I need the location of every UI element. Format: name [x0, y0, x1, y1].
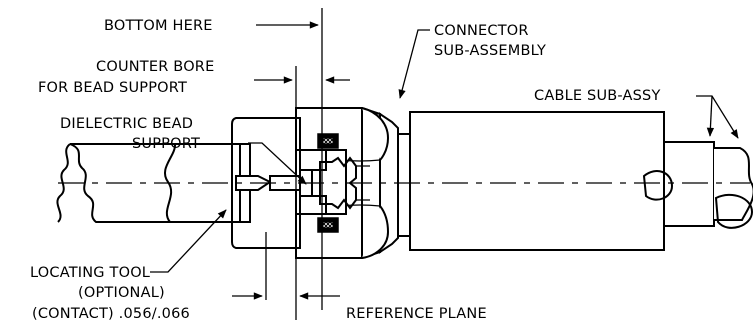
dimension-lines: [265, 8, 323, 320]
inner-bore: [299, 149, 370, 215]
label-locating-1: LOCATING TOOL: [30, 265, 150, 281]
hex-nut: [339, 107, 399, 259]
label-cable-sub-assy: CABLE SUB-ASSY: [534, 88, 661, 104]
label-dielectric-1: DIELECTRIC BEAD: [60, 116, 193, 132]
locating-tool: [164, 143, 251, 223]
outer-body-left: [231, 117, 301, 249]
label-reference-plane: REFERENCE PLANE: [346, 306, 487, 322]
label-bottom-here: BOTTOM HERE: [104, 18, 213, 34]
label-contact-dim: (CONTACT) .056/.066: [32, 306, 190, 322]
labels: BOTTOM HERE COUNTER BORE FOR BEAD SUPPOR…: [30, 18, 661, 322]
label-dielectric-2: SUPPORT: [132, 136, 200, 152]
leader-lines: [150, 21, 739, 300]
connector-sleeve: [397, 111, 665, 251]
label-connector-1: CONNECTOR: [434, 23, 529, 39]
label-counter-bore-2: FOR BEAD SUPPORT: [38, 80, 187, 96]
cable-sub-assy: [642, 141, 753, 229]
label-counter-bore-1: COUNTER BORE: [96, 59, 214, 75]
label-connector-2: SUB-ASSEMBLY: [434, 43, 546, 59]
label-locating-2: (OPTIONAL): [78, 285, 165, 301]
captive-rings: [317, 133, 339, 233]
